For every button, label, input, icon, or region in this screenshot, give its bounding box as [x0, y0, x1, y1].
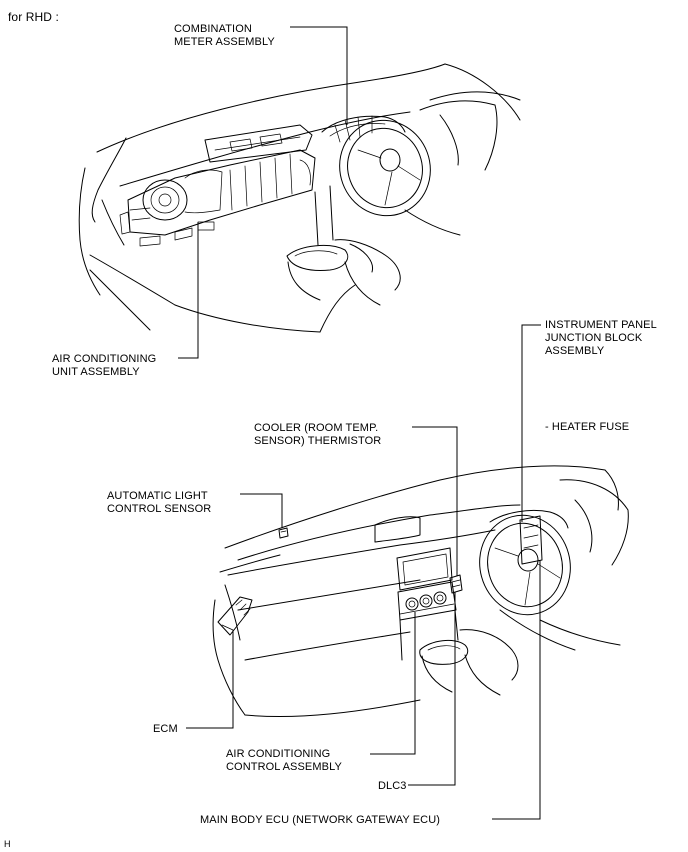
- leader-air-conditioning-unit: [178, 222, 199, 359]
- label-air-conditioning-unit-assembly: AIR CONDITIONING UNIT ASSEMBLY: [52, 353, 156, 379]
- page-title: for RHD :: [8, 10, 59, 24]
- leader-ac-control-assembly: [370, 612, 416, 755]
- label-line: COMBINATION: [174, 23, 252, 35]
- leader-dlc3: [408, 592, 456, 786]
- label-ecm: ECM: [153, 723, 178, 735]
- label-line: METER ASSEMBLY: [174, 36, 275, 48]
- leader-combination-meter: [290, 26, 348, 125]
- label-line: COOLER (ROOM TEMP.: [254, 422, 379, 434]
- label-line: SENSOR) THERMISTOR: [254, 435, 382, 447]
- label-dlc3: DLC3: [378, 780, 407, 792]
- label-line: AUTOMATIC LIGHT: [107, 490, 208, 502]
- label-heater-fuse: - HEATER FUSE: [545, 421, 630, 433]
- label-line: UNIT ASSEMBLY: [52, 366, 140, 378]
- label-instrument-panel-junction-block-assembly: INSTRUMENT PANEL JUNCTION BLOCK ASSEMBLY: [545, 319, 657, 358]
- label-line: AIR CONDITIONING: [226, 748, 331, 760]
- upper-dashboard-drawing: [78, 63, 521, 333]
- label-line: INSTRUMENT PANEL: [545, 319, 657, 331]
- leader-main-body-ecu: [492, 560, 541, 820]
- leader-instrument-panel-jb: [521, 324, 541, 522]
- label-automatic-light-control-sensor: AUTOMATIC LIGHT CONTROL SENSOR: [107, 490, 211, 516]
- label-main-body-ecu: MAIN BODY ECU (NETWORK GATEWAY ECU): [200, 814, 441, 826]
- leader-cooler-thermistor: [412, 426, 458, 576]
- label-combination-meter-assembly: COMBINATION METER ASSEMBLY: [174, 23, 275, 49]
- leader-automatic-light-sensor: [240, 493, 283, 528]
- label-line: CONTROL SENSOR: [107, 503, 212, 515]
- label-line: JUNCTION BLOCK: [545, 332, 643, 344]
- leader-ecm: [186, 630, 234, 729]
- label-line: CONTROL ASSEMBLY: [226, 761, 342, 773]
- label-cooler-thermistor: COOLER (ROOM TEMP. SENSOR) THERMISTOR: [254, 422, 381, 448]
- lower-dashboard-drawing: [212, 465, 629, 718]
- figure-code: H: [4, 839, 11, 849]
- label-line: ASSEMBLY: [545, 345, 605, 357]
- label-line: AIR CONDITIONING: [52, 353, 157, 365]
- label-air-conditioning-control-assembly: AIR CONDITIONING CONTROL ASSEMBLY: [226, 748, 342, 774]
